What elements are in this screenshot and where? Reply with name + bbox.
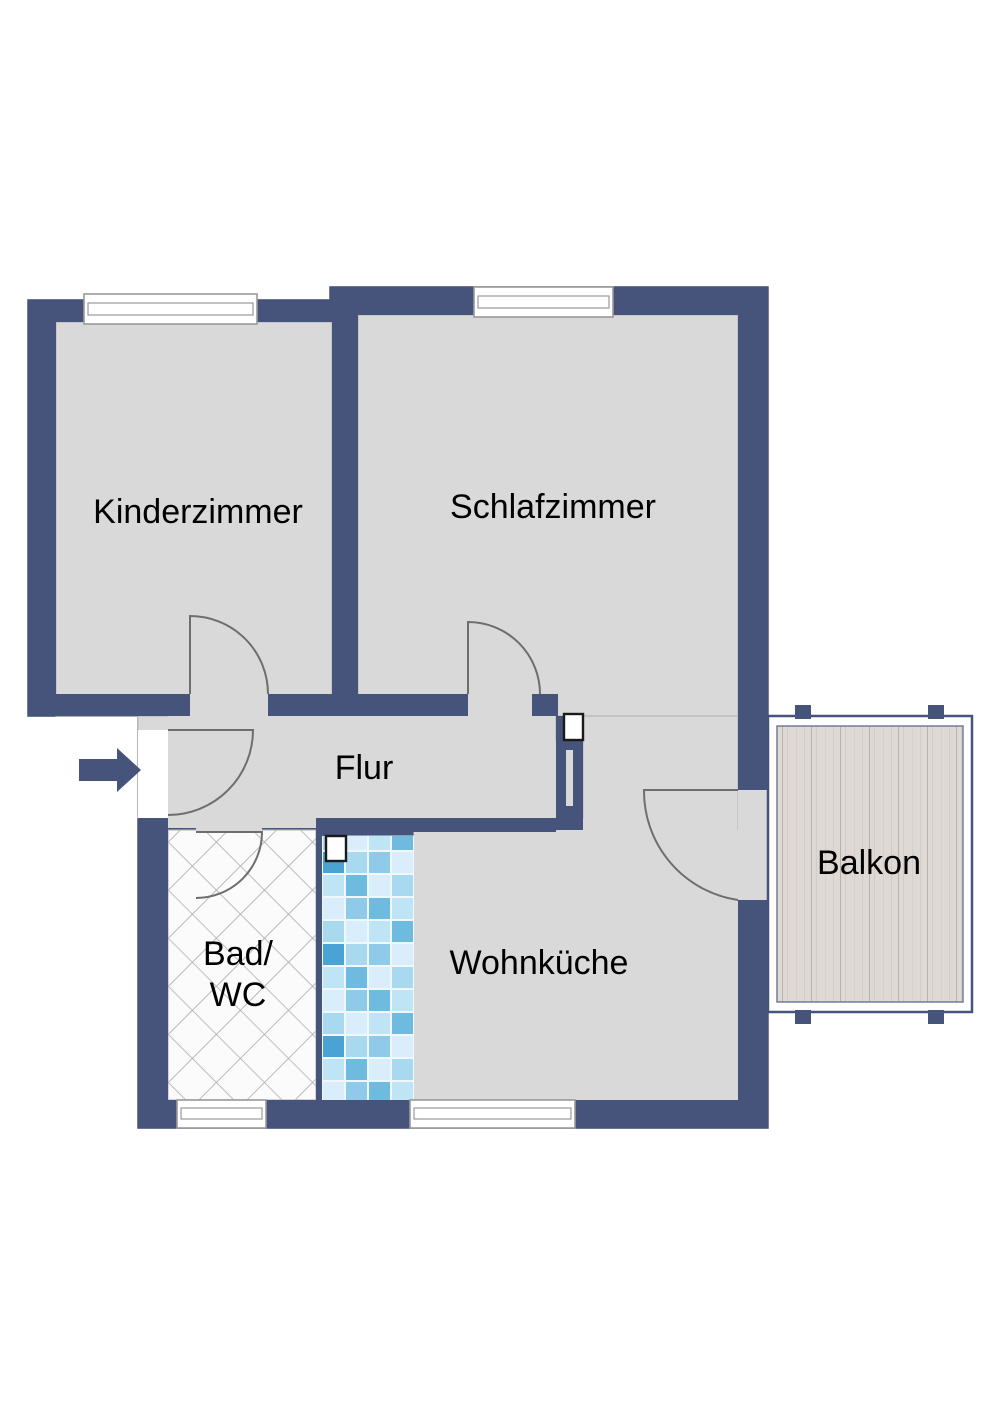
wall-flur-north-b [268, 694, 468, 716]
door-arc-schlafzimmer [467, 620, 541, 695]
balcony [766, 705, 974, 1024]
label-schlafzimmer: Schlafzimmer [450, 488, 656, 526]
window-wohnkueche-south [409, 1099, 576, 1129]
room-labels: Kinderzimmer Schlafzimmer Flur Bad/ WC W… [93, 488, 921, 1014]
wall-flur-east-lower [556, 806, 583, 830]
wall-flur-east-stub2 [573, 740, 583, 818]
riser-markers [324, 712, 585, 863]
room-floor-kinderzimmer [55, 321, 333, 717]
wall-flur-east-stub [556, 740, 566, 818]
entrance-arrow-glyph [79, 748, 141, 792]
wall-partition-bedrooms [332, 300, 358, 716]
door-arc-bad-wc [195, 831, 264, 899]
riser-flur-east [562, 712, 585, 742]
label-bad-wc-second: WC [210, 976, 267, 1014]
wall-flur-north-a [168, 694, 190, 716]
opening-kinderzimmer [190, 694, 268, 716]
entrance-threshold [138, 730, 170, 818]
wall-flur-north-c [532, 694, 558, 716]
balcony-post-sw [795, 1010, 811, 1024]
room-floor-schlafzimmer [357, 314, 739, 717]
label-wohnkueche: Wohnküche [450, 944, 629, 982]
balcony-post-nw [795, 705, 811, 719]
balcony-post-se [928, 1010, 944, 1024]
wall-partition-bath-kitchen [316, 830, 326, 1100]
door-arc-kinderzimmer [189, 614, 269, 695]
riser-wohnkueche-west [324, 834, 348, 863]
balcony-post-ne [928, 705, 944, 719]
door-swings [167, 614, 739, 901]
door-arc-entrance [167, 729, 255, 816]
opening-bad-wc [196, 818, 262, 832]
door-arc-balkon [642, 789, 739, 901]
opening-schlafzimmer [468, 694, 532, 716]
window-schlafzimmer-north [473, 286, 614, 318]
label-bad-wc: Bad/ [203, 935, 273, 973]
window-bad-south [176, 1099, 267, 1129]
balcony-deck [776, 725, 964, 1003]
door-openings [190, 694, 768, 900]
windows [83, 286, 614, 1129]
kitchen-mosaic-overlay [322, 836, 414, 1100]
label-flur: Flur [335, 749, 394, 787]
wall-west-lower [138, 818, 168, 1100]
entrance-threshold-inner [168, 730, 180, 818]
opening-balkon [738, 790, 768, 900]
wall-west-exterior [28, 300, 56, 716]
window-kinderzimmer-north [83, 293, 258, 325]
wall-east-exterior [738, 287, 768, 1128]
wall-flur-south-overlay [316, 818, 556, 832]
room-floors [28, 287, 768, 1128]
entrance-arrow [79, 748, 141, 792]
room-floor-flur-core [168, 716, 556, 828]
label-balkon: Balkon [817, 844, 921, 882]
wall-flur-east-fill-a [566, 740, 573, 750]
label-kinderzimmer: Kinderzimmer [93, 493, 303, 531]
